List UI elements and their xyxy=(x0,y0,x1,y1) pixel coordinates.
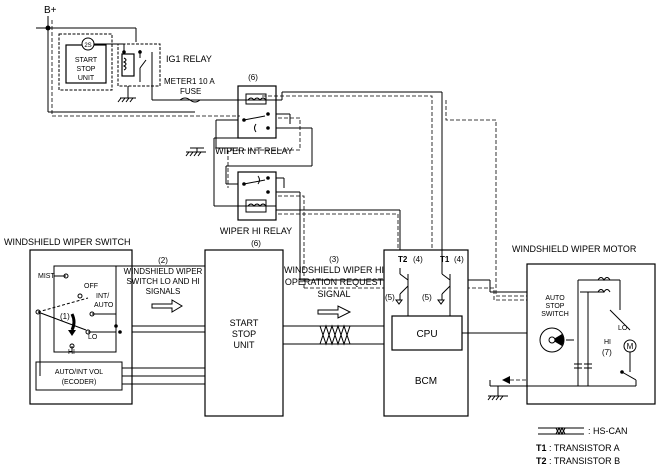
switch-int-label: INT/ xyxy=(96,293,109,300)
auto-int-vol-line1: AUTO/INT VOL xyxy=(55,369,103,376)
auto-stop-line3: SWITCH xyxy=(541,311,569,318)
signal3-line3: SIGNAL xyxy=(317,289,350,299)
signal3-arrow xyxy=(317,305,352,319)
auto-stop-line2: STOP xyxy=(546,303,565,310)
fuse-label-line1: METER1 10 A xyxy=(164,77,215,86)
legend-t2-key: T2 xyxy=(536,456,547,466)
legend-hs-can: : HS-CAN xyxy=(588,426,628,436)
fuse-label-line2: FUSE xyxy=(180,87,201,96)
hs-can-link: (3) WINDSHIELD WIPER HI OPERATION REQUES… xyxy=(283,255,384,346)
wiper-int-relay-label: WIPER INT RELAY xyxy=(215,146,293,156)
ssu-line1: START xyxy=(230,318,259,328)
twos-label: 2S xyxy=(84,43,91,49)
top-ssu-line2: STOP xyxy=(77,66,96,73)
motor-lo-label: LO xyxy=(618,325,628,332)
signal2-line3: SIGNALS xyxy=(146,287,181,296)
switch-ssu-wiring: (2) WINDSHIELD WIPER SWITCH LO AND HI SI… xyxy=(114,256,205,385)
t2-out-num: (5) xyxy=(385,293,395,302)
start-stop-unit-main: START STOP UNIT xyxy=(204,249,284,417)
switch-lo-label: LO xyxy=(88,334,98,341)
legend-t1-key: T1 xyxy=(536,443,547,453)
windshield-wiper-switch: WINDSHIELD WIPER SWITCH MIST OFF INT/ AU… xyxy=(4,237,133,405)
start-stop-unit-top: 2S START STOP UNIT xyxy=(58,33,124,91)
top-ssu-line3: UNIT xyxy=(78,75,95,82)
cpu-label: CPU xyxy=(416,329,437,340)
t1-out-num: (5) xyxy=(422,293,432,302)
wiper-hi-relay-label: WIPER HI RELAY xyxy=(220,226,292,236)
fuse-symbol xyxy=(179,97,201,103)
signal2-line2: SWITCH LO AND HI xyxy=(126,277,199,286)
auto-int-vol-line2: (ECODER) xyxy=(62,379,97,386)
bcm-label: BCM xyxy=(415,376,437,387)
ig1-relay-label: IG1 RELAY xyxy=(166,54,212,64)
switch-mist-label: MIST xyxy=(38,273,55,280)
motor-num: (7) xyxy=(602,348,612,357)
bcm-module: T2 (4) T1 (4) (5) (5) CPU BCM xyxy=(383,240,548,417)
switch-off-label: OFF xyxy=(84,283,98,290)
wiper-int-relay: (6) WIPER INT RELAY xyxy=(185,73,293,157)
signal3-line2: OPERATION REQUEST xyxy=(285,277,384,287)
b-plus-label: B+ xyxy=(44,5,57,16)
signal3-line1: WINDSHIELD WIPER HI xyxy=(284,265,384,275)
signal3-num: (3) xyxy=(329,255,339,264)
t2-num: (4) xyxy=(413,255,423,264)
t1-label: T1 xyxy=(440,255,450,264)
t2-label: T2 xyxy=(398,255,408,264)
wiper-motor-title: WINDSHIELD WIPER MOTOR xyxy=(512,244,637,254)
int-relay-num: (6) xyxy=(248,73,258,82)
switch-auto-label: AUTO xyxy=(94,302,114,309)
motor-hi-label: HI xyxy=(604,339,611,346)
b-plus-supply: B+ xyxy=(36,5,195,113)
legend: : HS-CAN T1 : TRANSISTOR A T2 : TRANSIST… xyxy=(536,426,628,466)
wiper-switch-title: WINDSHIELD WIPER SWITCH xyxy=(4,237,131,247)
signal2-line1: WINDSHIELD WIPER xyxy=(124,267,203,276)
motor-m-label: M xyxy=(627,342,634,351)
ssu-line3: UNIT xyxy=(234,340,255,350)
switch-num: (1) xyxy=(60,312,70,321)
ssu-line2: STOP xyxy=(232,329,256,339)
hi-relay-num: (6) xyxy=(251,239,261,248)
t1-num: (4) xyxy=(454,255,464,264)
signal2-arrow xyxy=(151,299,183,313)
ig1-relay: IG1 RELAY xyxy=(117,43,238,103)
switch-hi-label: HI xyxy=(68,349,75,356)
top-ssu-line1: START xyxy=(75,57,98,64)
legend-t2-text: : TRANSISTOR B xyxy=(549,456,620,466)
legend-t1-text: : TRANSISTOR A xyxy=(549,443,620,453)
windshield-wiper-motor: WINDSHIELD WIPER MOTOR LO HI (7) M AUTO … xyxy=(487,244,656,405)
wiper-hi-relay: WIPER HI RELAY (6) xyxy=(220,171,292,248)
signal2-num: (2) xyxy=(158,256,168,265)
auto-stop-line1: AUTO xyxy=(545,295,565,302)
